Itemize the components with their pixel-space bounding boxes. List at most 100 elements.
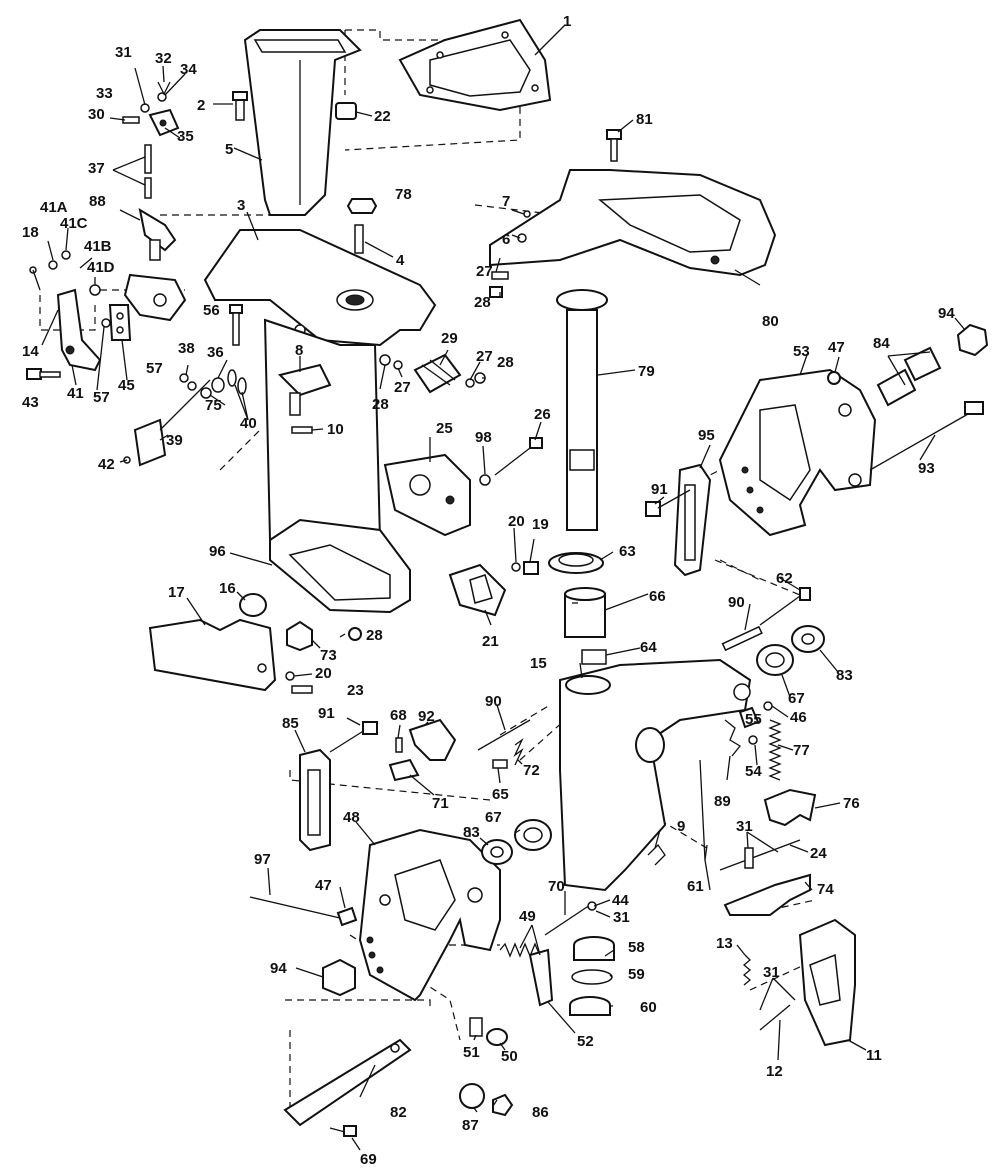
part-40-ring-b xyxy=(237,377,247,395)
callout-86: 86 xyxy=(532,1104,549,1121)
part-83-washer-left xyxy=(481,839,513,865)
callout-9: 9 xyxy=(677,818,685,835)
callout-67a: 67 xyxy=(788,690,805,707)
part-11-tilt-lock-bracket xyxy=(798,918,856,1047)
part-71-plate xyxy=(388,758,420,782)
callout-83b: 83 xyxy=(463,824,480,841)
callout-85: 85 xyxy=(282,715,299,732)
part-25-cover xyxy=(383,453,471,537)
callout-33: 33 xyxy=(96,85,113,102)
part-82-brace-bar xyxy=(283,1038,412,1127)
part-77-spring xyxy=(768,719,782,781)
part-62-bolt xyxy=(759,587,811,626)
part-64-liner xyxy=(581,649,607,665)
callout-54: 54 xyxy=(745,763,762,780)
part-80-steering-arm xyxy=(489,169,777,277)
part-37-pin-lower xyxy=(144,177,152,199)
callout-41b: 41B xyxy=(84,238,112,255)
callout-57b: 57 xyxy=(93,389,110,406)
part-24-rod xyxy=(719,839,801,871)
part-41c-washer xyxy=(61,250,71,260)
callout-14: 14 xyxy=(22,343,39,360)
callout-38: 38 xyxy=(178,340,195,357)
part-84-bushings xyxy=(876,346,942,407)
callout-41c: 41C xyxy=(60,215,88,232)
part-60-cap xyxy=(569,996,611,1016)
part-16-plug xyxy=(239,593,267,617)
part-10-screw xyxy=(291,426,313,434)
callout-75: 75 xyxy=(205,397,222,414)
callout-97: 97 xyxy=(254,851,271,868)
part-67-bushing-right xyxy=(756,644,794,676)
part-33-washer xyxy=(140,103,150,113)
part-28-bushing xyxy=(489,286,503,298)
part-93-tilt-rod xyxy=(869,401,984,471)
callout-1: 1 xyxy=(563,13,571,30)
part-43-screw xyxy=(26,368,61,380)
part-8-fitting xyxy=(278,363,332,416)
part-28-nut-mount xyxy=(379,354,391,366)
callout-64: 64 xyxy=(640,639,657,656)
callout-47a: 47 xyxy=(828,339,845,356)
callout-25: 25 xyxy=(436,420,453,437)
callout-72: 72 xyxy=(523,762,540,779)
part-29-rubber-mount xyxy=(413,353,462,394)
part-58-spring-collar xyxy=(573,936,615,961)
callout-31c: 31 xyxy=(613,909,630,926)
part-72-spring xyxy=(513,738,524,766)
callout-88: 88 xyxy=(89,193,106,210)
callout-71: 71 xyxy=(432,795,449,812)
callout-7: 7 xyxy=(502,193,510,210)
callout-28d: 28 xyxy=(366,627,383,644)
callout-30: 30 xyxy=(88,106,105,123)
part-65-screw xyxy=(492,759,508,769)
part-52-lever xyxy=(528,948,554,1007)
callout-70: 70 xyxy=(548,878,565,895)
callout-63: 63 xyxy=(619,543,636,560)
callout-41a: 41A xyxy=(40,199,68,216)
callout-90a: 90 xyxy=(728,594,745,611)
part-53-stern-bracket-right xyxy=(718,368,877,537)
callout-50: 50 xyxy=(501,1048,518,1065)
part-21-bracket xyxy=(448,563,507,617)
part-5-exhaust-housing xyxy=(243,29,362,216)
callout-47b: 47 xyxy=(315,877,332,894)
callout-17: 17 xyxy=(168,584,185,601)
part-36-washer xyxy=(211,377,225,393)
part-41d-cam xyxy=(123,273,187,322)
callout-23: 23 xyxy=(347,682,364,699)
parts xyxy=(26,18,989,1137)
callout-5: 5 xyxy=(225,141,233,158)
callout-20b: 20 xyxy=(315,665,332,682)
callout-12: 12 xyxy=(766,1063,783,1080)
callout-41d: 41D xyxy=(87,259,115,276)
callout-61: 61 xyxy=(687,878,704,895)
part-75-washer xyxy=(200,387,212,399)
callout-58: 58 xyxy=(628,939,645,956)
part-54-pin xyxy=(748,735,758,745)
part-46-fitting xyxy=(763,701,773,711)
part-83-washer-right xyxy=(791,625,825,653)
callout-28a: 28 xyxy=(474,294,491,311)
part-51-screw xyxy=(469,1017,483,1037)
part-74-lever xyxy=(723,873,811,916)
part-20-washer-lower xyxy=(285,671,295,681)
part-81-screw xyxy=(606,129,622,162)
part-15-swivel-bracket xyxy=(559,658,752,892)
callout-27c: 27 xyxy=(394,379,411,396)
part-91-screw-right xyxy=(645,489,691,517)
part-6-nut xyxy=(517,233,527,243)
part-59-o-ring xyxy=(571,969,613,985)
part-67-bushing-left xyxy=(514,819,552,851)
callout-73: 73 xyxy=(320,647,337,664)
callout-95: 95 xyxy=(698,427,715,444)
callout-43: 43 xyxy=(22,394,39,411)
callout-74: 74 xyxy=(817,881,834,898)
part-9-clip xyxy=(647,843,666,866)
callout-82: 82 xyxy=(390,1104,407,1121)
callout-18: 18 xyxy=(22,224,39,241)
callout-32: 32 xyxy=(155,50,172,67)
callout-77: 77 xyxy=(793,742,810,759)
part-45-plate xyxy=(108,304,132,341)
callout-57a: 57 xyxy=(146,360,163,377)
